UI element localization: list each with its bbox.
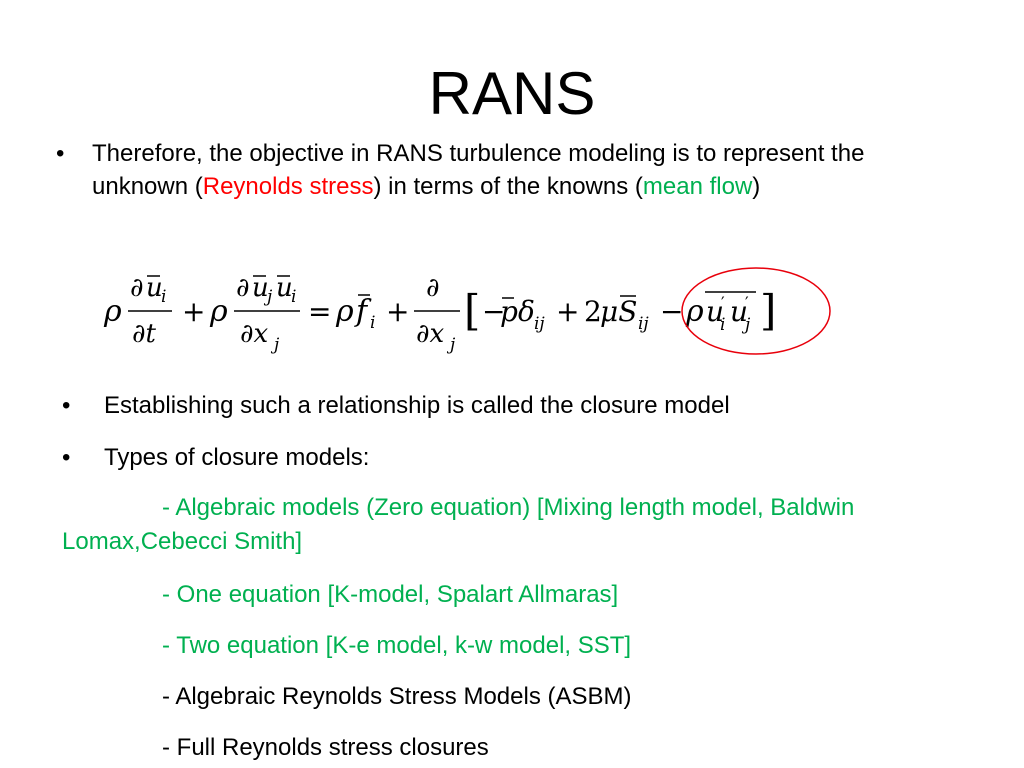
svg-text:∂x: ∂x xyxy=(240,319,268,349)
svg-text:=: = xyxy=(308,295,331,328)
intro-part1: Therefore, the objective in RANS turbule… xyxy=(92,140,865,200)
svg-text:−: − xyxy=(482,295,505,328)
model-one-equation: - One equation [K-model, Spalart Allmara… xyxy=(162,581,619,608)
mean-flow-highlight: mean flow xyxy=(642,173,753,200)
slide-title: RANS xyxy=(428,60,596,127)
svg-text:′: ′ xyxy=(721,293,725,312)
svg-text:u: u xyxy=(252,273,269,303)
model-asbm: - Algebraic Reynolds Stress Models (ASBM… xyxy=(162,683,632,710)
svg-text:′: ′ xyxy=(745,293,749,312)
bullet-symbol: • xyxy=(56,140,65,167)
svg-text:j: j xyxy=(270,335,280,355)
svg-text:ρ: ρ xyxy=(685,294,704,329)
svg-text:u: u xyxy=(276,273,293,303)
svg-text:i: i xyxy=(291,287,296,307)
svg-text:∂t: ∂t xyxy=(132,319,156,349)
bullet-symbol: • xyxy=(62,444,71,471)
svg-text:ρ: ρ xyxy=(103,294,122,329)
svg-text:i: i xyxy=(161,287,166,307)
svg-text:i: i xyxy=(720,315,725,335)
svg-text:ρ: ρ xyxy=(335,294,354,329)
svg-text:∂: ∂ xyxy=(130,273,143,303)
svg-text:u: u xyxy=(730,295,748,328)
svg-text:δ: δ xyxy=(518,295,535,328)
svg-text:−: − xyxy=(660,295,683,328)
svg-text:]: ] xyxy=(760,286,776,335)
intro-text: Therefore, the objective in RANS turbule… xyxy=(92,137,932,203)
closure-text: Establishing such a relationship is call… xyxy=(104,392,730,419)
svg-text:ij: ij xyxy=(638,314,649,334)
reynolds-stress-highlight: Reynolds stress xyxy=(202,173,374,200)
rans-equation: ρ ∂ u i ∂t + ρ ∂ u j u i ∂x j = ρ f i xyxy=(103,273,776,355)
model-algebraic: - Algebraic models (Zero equation) [Mixi… xyxy=(62,494,855,555)
svg-text:j: j xyxy=(741,315,751,335)
model-full-reynolds: - Full Reynolds stress closures xyxy=(162,734,489,761)
svg-text:+: + xyxy=(182,295,205,328)
svg-text:u: u xyxy=(146,273,163,303)
svg-text:+: + xyxy=(386,295,409,328)
bullet-symbol: • xyxy=(62,392,71,419)
svg-text:p: p xyxy=(500,295,518,328)
svg-text:i: i xyxy=(370,313,375,333)
svg-text:ij: ij xyxy=(534,314,545,334)
svg-text:ρ: ρ xyxy=(209,294,228,329)
svg-text:+: + xyxy=(556,295,579,328)
intro-part2: ) in terms of the knowns ( xyxy=(373,173,643,200)
svg-text:u: u xyxy=(706,295,724,328)
svg-text:∂x: ∂x xyxy=(416,319,444,349)
svg-text:[: [ xyxy=(464,286,480,335)
svg-text:2: 2 xyxy=(584,295,602,328)
svg-text:μS: μS xyxy=(600,295,637,328)
svg-text:∂: ∂ xyxy=(236,273,249,303)
intro-part3: ) xyxy=(752,173,761,200)
reynolds-stress-circle xyxy=(681,267,831,355)
svg-text:j: j xyxy=(263,287,273,307)
svg-text:∂: ∂ xyxy=(426,273,439,303)
types-text: Types of closure models: xyxy=(104,444,370,471)
svg-text:j: j xyxy=(446,335,456,355)
model-two-equation: - Two equation [K-e model, k-w model, SS… xyxy=(162,632,632,659)
